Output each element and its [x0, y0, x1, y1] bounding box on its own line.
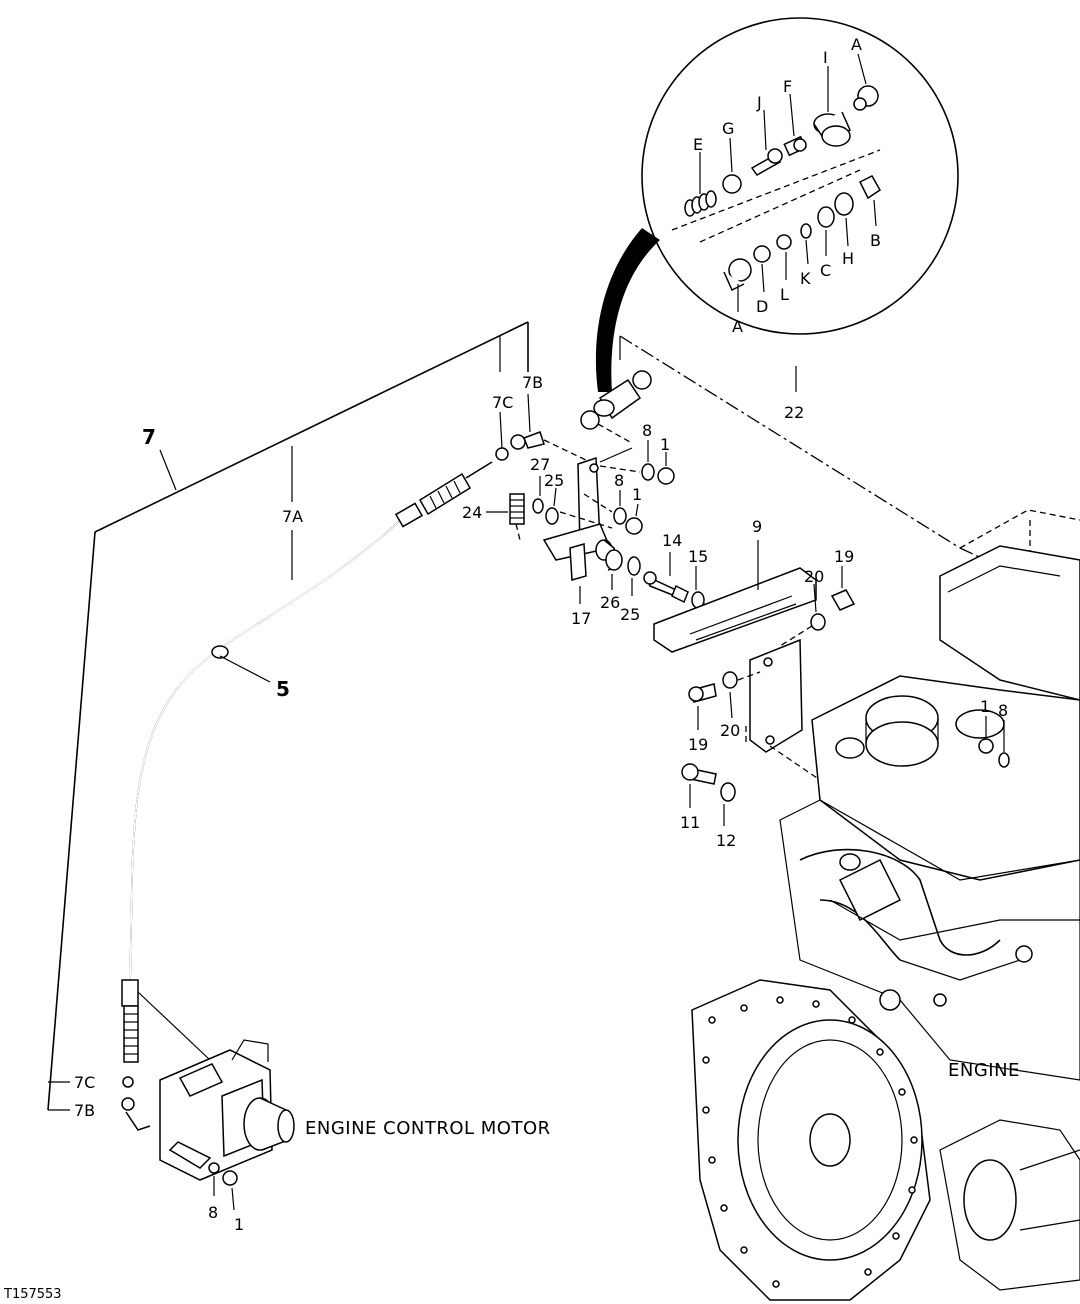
callout-22: 22 [784, 403, 804, 422]
detail-callout-j: J [756, 93, 762, 112]
detail-callout-e: E [693, 135, 703, 154]
callout-17: 17 [571, 609, 591, 628]
callout-27: 27 [530, 455, 550, 474]
callout-8-a: 8 [642, 421, 652, 440]
caption-engine: ENGINE [948, 1060, 1020, 1081]
callout-15: 15 [688, 547, 708, 566]
callout-26: 26 [600, 593, 620, 612]
throttle-cable-5 [121, 461, 493, 1063]
ball-stud-part-a-top [853, 85, 879, 111]
callout-8-motor: 8 [208, 1203, 218, 1222]
detail-callout-a-top: A [851, 35, 862, 54]
callout-20-a: 20 [804, 567, 824, 586]
callout-5: 5 [276, 677, 290, 701]
callout-19-a: 19 [834, 547, 854, 566]
spring-part-e [684, 190, 717, 217]
callout-20-b: 20 [720, 721, 740, 740]
callout-7b-bottom: 7B [74, 1101, 95, 1120]
detail-leader-wedge [595, 228, 660, 392]
washers-27-25 [532, 476, 613, 529]
stud-part-j [750, 148, 783, 176]
callout-7b-top: 7B [522, 373, 543, 392]
ring-part-c [817, 206, 835, 228]
callout-9: 9 [752, 517, 762, 536]
callout-1-a: 1 [660, 435, 670, 454]
sleeve-part-i [813, 111, 851, 147]
bushing-26-washer-25 [595, 539, 641, 596]
bolt-part-f [783, 135, 807, 157]
callout-8-b: 8 [614, 471, 624, 490]
callout-25-b: 25 [620, 605, 640, 624]
bolt-19-washer-20-upper [779, 566, 856, 647]
ball-joint-assembly [580, 370, 652, 443]
detail-callout-l: L [780, 285, 789, 304]
detail-callout-d: D [756, 297, 768, 316]
callout-7a: 7A [282, 507, 303, 526]
callout-1-motor: 1 [234, 1215, 244, 1234]
callout-7c-top: 7C [492, 393, 513, 412]
cable-end-parts-top [495, 393, 591, 463]
nut-part-l [776, 234, 792, 250]
cap-part-b [858, 175, 881, 200]
detail-callout-g: G [722, 119, 734, 138]
callout-14: 14 [662, 531, 682, 550]
washer-part-g [722, 174, 742, 194]
callout-1-b: 1 [632, 485, 642, 504]
callout-19-b: 19 [688, 735, 708, 754]
bolt-11-washer-12 [681, 763, 736, 826]
callout-12: 12 [716, 831, 736, 850]
washer-part-h [834, 192, 854, 216]
nut-part-d [753, 245, 771, 263]
cable-assembly-7-brackets [47, 321, 529, 1111]
washer-part-k [800, 223, 812, 239]
detail-callout-h: H [842, 249, 854, 268]
callout-1-engine: 1 [980, 697, 990, 716]
detail-callout-f: F [783, 77, 792, 96]
callout-7c-bottom: 7C [74, 1073, 95, 1092]
callout-8-engine: 8 [998, 701, 1008, 720]
callout-7: 7 [142, 425, 156, 449]
figure-id: T157553 [3, 1287, 62, 1302]
spring-24 [486, 493, 525, 541]
callout-24: 24 [462, 503, 482, 522]
mounting-bracket-9 [653, 540, 821, 781]
detail-callout-a-bottom: A [732, 317, 743, 336]
washer-nut-middle [583, 490, 643, 535]
engine-assembly [691, 509, 1080, 1301]
detail-callout-c: C [820, 261, 831, 280]
detail-callout-i: I [823, 48, 828, 67]
detail-callout-b: B [870, 231, 881, 250]
callout-11: 11 [680, 813, 700, 832]
callout-25-a: 25 [544, 471, 564, 490]
bolt-19-washer-20-lower [688, 671, 761, 730]
caption-engine-control-motor: ENGINE CONTROL MOTOR [305, 1118, 551, 1139]
engine-control-motor [121, 991, 295, 1211]
ball-joint-detail-view: A I F J G E B H C K L D A [595, 17, 959, 392]
detail-callout-k: K [800, 269, 811, 288]
washer-nut-upper [599, 440, 675, 485]
ball-stud-part-a-bottom [723, 258, 752, 292]
